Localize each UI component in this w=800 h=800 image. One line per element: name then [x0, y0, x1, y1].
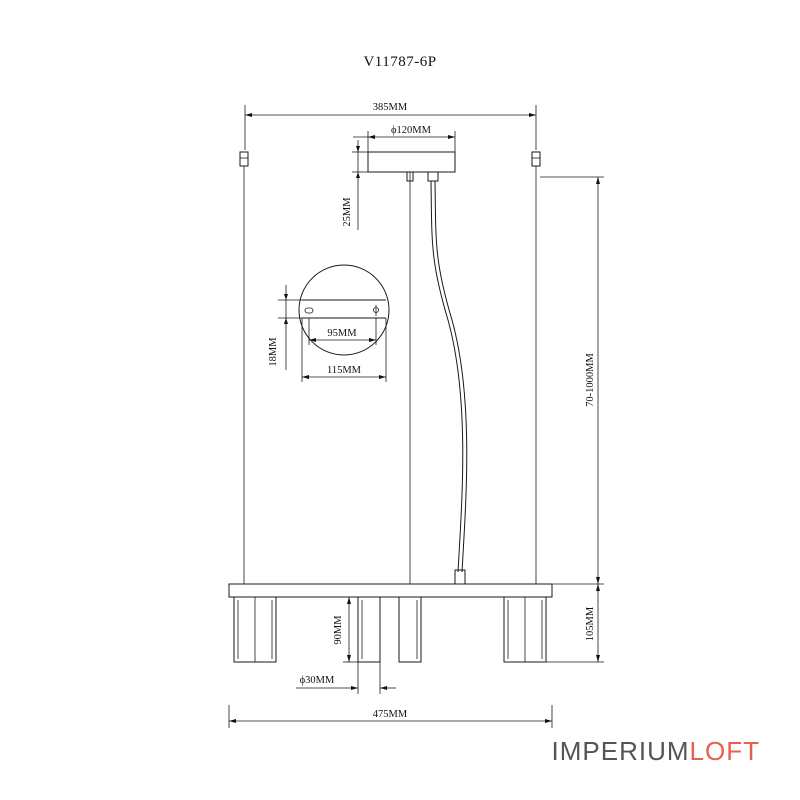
right-hook — [531, 151, 541, 180]
model-title: V11787-6P — [363, 54, 436, 70]
dim-plate-height: 18MM — [268, 285, 302, 370]
label-canopy-height: 25MM — [342, 197, 353, 227]
brand-part2: LOFT — [690, 736, 760, 766]
brand-part1: IMPERIUM — [552, 736, 690, 766]
dim-cable-length: 70-1000MM — [540, 176, 604, 584]
label-total-width: 475MM — [373, 709, 408, 720]
brand-text: IMPERIUMLOFT — [552, 736, 760, 766]
label-total-height: 105MM — [585, 606, 596, 641]
shade-center-right — [398, 596, 422, 663]
shade-center-left — [357, 596, 381, 663]
power-wire — [427, 171, 468, 585]
center-cable-clamp — [406, 171, 414, 182]
detail-view — [298, 264, 390, 356]
fixture-bar — [228, 583, 553, 598]
brand-logo: IMPERIUMLOFT — [552, 736, 760, 766]
ceiling-canopy — [367, 151, 456, 173]
label-plate-height: 18MM — [268, 337, 279, 367]
dim-canopy-diameter: ϕ120MM — [353, 125, 456, 152]
label-shade-height: 90MM — [333, 615, 344, 645]
slot-hole-right — [373, 307, 379, 313]
dim-shade-diameter: ϕ30MM — [296, 662, 396, 694]
dim-plate-width: 115MM — [301, 318, 387, 382]
dim-hole-spacing: 95MM — [308, 318, 377, 345]
shade-right-pair — [503, 596, 547, 663]
dim-total-width: 475MM — [228, 705, 553, 728]
label-plate-width: 115MM — [327, 365, 362, 376]
label-shade-diameter: ϕ30MM — [300, 675, 335, 686]
dim-total-height: 105MM — [546, 583, 604, 663]
left-hook — [239, 151, 249, 180]
label-canopy-diameter: ϕ120MM — [391, 125, 432, 136]
slot-hole-left — [304, 307, 314, 314]
shade-left-pair — [233, 596, 277, 663]
dim-top-span: 385MM — [244, 102, 537, 150]
label-top-span: 385MM — [373, 102, 408, 113]
label-cable-length: 70-1000MM — [585, 353, 596, 407]
dim-canopy-height: 25MM — [342, 140, 368, 230]
dim-shade-height: 90MM — [333, 596, 358, 663]
label-hole-spacing: 95MM — [327, 328, 357, 339]
